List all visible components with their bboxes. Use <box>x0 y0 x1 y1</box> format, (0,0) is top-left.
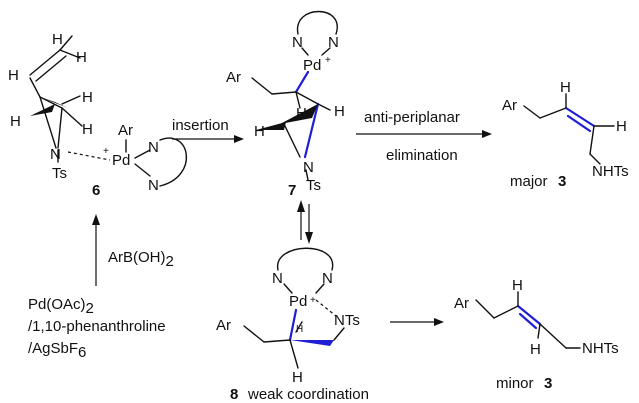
compound-8-caption: weak coordination <box>247 386 369 403</box>
compound-8: N N Pd + NTs H Ar H 8 weak coordination <box>216 247 369 403</box>
conditions-line1: Pd(OAc)2 <box>28 296 94 317</box>
c7-ts: Ts <box>306 177 321 194</box>
minor-prefix: minor <box>496 375 534 392</box>
compound-6: H H H H H H N Ts Ar + Pd N N 6 <box>8 31 187 199</box>
c6-ar: Ar <box>118 122 133 139</box>
minor-label: 3 <box>544 375 552 392</box>
conditions-line3: /AgSbF6 <box>28 340 86 361</box>
insertion-arrow: insertion <box>172 117 244 143</box>
c7-ar: Ar <box>226 69 241 86</box>
c6-n3: N <box>148 177 159 194</box>
c8-h2: H <box>292 369 303 386</box>
minor-h1: H <box>512 277 523 294</box>
c7-n3: N <box>303 159 314 176</box>
c7-pd: Pd <box>303 57 321 74</box>
reagent-arrow: ArB(OH)2 <box>92 214 174 286</box>
antiperiplanar-label: anti-periplanar <box>364 109 460 126</box>
c6-charge: + <box>103 146 109 157</box>
elimination-arrow: anti-periplanar elimination <box>356 109 492 164</box>
elimination-label: elimination <box>386 147 458 164</box>
c8-charge: + <box>310 295 316 306</box>
minor-nhts: NHTs <box>582 340 619 357</box>
c7-h3: H <box>254 123 265 140</box>
major-prefix: major <box>510 173 548 190</box>
major-ar: Ar <box>502 97 517 114</box>
c7-h2: H <box>334 103 345 120</box>
c8-n2: N <box>322 270 333 287</box>
c6-h3: H <box>8 67 19 84</box>
compound-6-label: 6 <box>92 182 100 199</box>
c8-pd: Pd <box>289 293 307 310</box>
minor-ar: Ar <box>454 295 469 312</box>
major-h1: H <box>560 79 571 96</box>
c7-h1: H <box>296 105 307 122</box>
c6-h1: H <box>52 31 63 48</box>
compound-7-label: 7 <box>288 182 296 199</box>
minor-arrow <box>390 318 444 326</box>
conditions: Pd(OAc)2 /1,10-phenanthroline /AgSbF6 <box>28 296 166 361</box>
product-major-3: Ar H H NHTs major 3 <box>502 79 629 190</box>
conditions-line2: /1,10-phenanthroline <box>28 318 166 335</box>
c7-n1: N <box>292 34 303 51</box>
product-minor-3: Ar H H NHTs minor 3 <box>454 277 619 392</box>
c6-h4: H <box>82 89 93 106</box>
compound-8-label: 8 <box>230 386 238 403</box>
equilibrium-arrows <box>297 200 313 244</box>
major-label: 3 <box>558 173 566 190</box>
c7-charge: + <box>325 55 331 66</box>
insertion-label: insertion <box>172 117 229 134</box>
c6-n2: N <box>148 139 159 156</box>
c6-h6: H <box>82 121 93 138</box>
c6-ts: Ts <box>52 165 67 182</box>
minor-h2: H <box>530 341 541 358</box>
c6-h2: H <box>76 49 87 66</box>
major-nhts: NHTs <box>592 163 629 180</box>
c8-h1: H <box>296 324 303 335</box>
c6-n: N <box>50 146 61 163</box>
c8-nts: NTs <box>334 312 360 329</box>
major-h2: H <box>616 118 627 135</box>
c7-n2: N <box>328 34 339 51</box>
c8-ar: Ar <box>216 317 231 334</box>
compound-7: N N Pd + Ar H H H N Ts 7 <box>226 10 345 199</box>
c6-pd: Pd <box>112 152 130 169</box>
reagent-label: ArB(OH)2 <box>108 249 174 270</box>
c6-h5: H <box>10 113 21 130</box>
c8-n1: N <box>272 270 283 287</box>
